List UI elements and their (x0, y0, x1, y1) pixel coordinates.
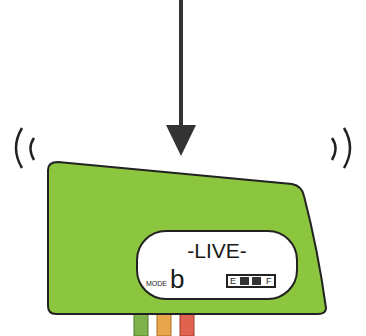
wave-right-outer (344, 128, 350, 168)
battery-full: F (266, 277, 272, 286)
note-flat: b (170, 266, 184, 292)
arrow-head (166, 125, 196, 156)
wave-left-outer (16, 128, 22, 168)
wave-left-inner (31, 138, 35, 160)
down-arrow (166, 0, 196, 156)
battery-empty: E (230, 277, 236, 286)
device-body (48, 162, 326, 314)
battery-indicator: EF (226, 274, 276, 288)
arrow-shaft (179, 0, 183, 130)
sound-waves (16, 128, 350, 168)
display-screen: -LIVE-MODEbEF (136, 230, 298, 300)
wave-right-inner (332, 138, 336, 160)
mode-label: MODE (146, 280, 167, 287)
battery-segment (252, 277, 261, 285)
status-text: -LIVE- (138, 240, 296, 261)
battery-segment (240, 277, 249, 285)
